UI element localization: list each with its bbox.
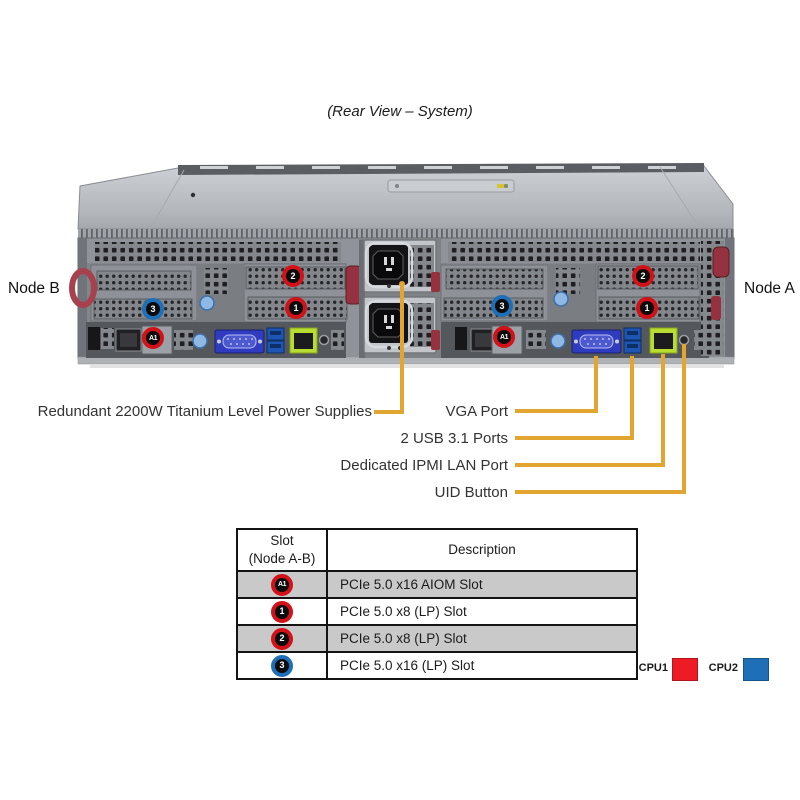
node-b-slot3-badge: 3: [142, 298, 164, 320]
node-b-uid-button: [318, 334, 330, 346]
node-a-label: Node A: [744, 280, 795, 297]
callout-lines: [374, 285, 686, 494]
thumbscrew: [553, 291, 569, 307]
table-row: A1 PCIe 5.0 x16 AIOM Slot: [236, 570, 638, 599]
callout-label-vga: VGA Port: [445, 403, 508, 420]
callout-label-psu: Redundant 2200W Titanium Level Power Sup…: [37, 403, 372, 420]
callout-label-uid: UID Button: [434, 484, 508, 501]
node-b-aiom-badge: A1: [142, 327, 164, 349]
chassis-lid: [77, 163, 734, 238]
table-badge-1: 1: [271, 600, 293, 623]
node-b-slot2-badge: 2: [282, 265, 304, 287]
slot-column-header: Slot (Node A-B): [236, 528, 328, 572]
page-title: (Rear View – System): [327, 103, 473, 120]
slot-description-table: Slot (Node A-B) Description A1 PCIe 5.0 …: [236, 528, 638, 680]
callout-line-ipmi: [515, 354, 665, 467]
node-a-aiom-badge: A1: [493, 326, 515, 348]
node-a-ipmi-lan-port: [649, 327, 678, 354]
node-a-release-lever: [712, 246, 730, 278]
node-b-section: [86, 242, 348, 358]
node-a-slot2-badge: 2: [632, 265, 654, 287]
callout-label-usb: 2 USB 3.1 Ports: [400, 430, 508, 447]
callout-line-uid: [515, 344, 686, 494]
table-row: 1 PCIe 5.0 x8 (LP) Slot: [236, 597, 638, 626]
table-header-row: Slot (Node A-B) Description: [236, 528, 638, 572]
table-cell-description: PCIe 5.0 x8 (LP) Slot: [326, 624, 638, 653]
node-a-usb-ports: [623, 327, 642, 354]
node-b-slot1-badge: 1: [285, 297, 307, 319]
table-cell-description: PCIe 5.0 x16 (LP) Slot: [326, 651, 638, 680]
thumbscrew: [550, 333, 566, 349]
table-cell-description: PCIe 5.0 x8 (LP) Slot: [326, 597, 638, 626]
node-a-section: [440, 241, 730, 358]
node-b-ipmi-lan-port: [289, 327, 318, 354]
node-b-vga-port: [214, 329, 265, 354]
description-column-header: Description: [326, 528, 638, 572]
table-badge-3: 3: [271, 654, 293, 677]
table-row: 3 PCIe 5.0 x16 (LP) Slot: [236, 651, 638, 680]
node-a-uid-button: [678, 334, 690, 346]
callout-line-usb: [515, 356, 634, 440]
cpu2-color-swatch: [743, 658, 769, 681]
node-b-latch: [345, 265, 362, 305]
slot-header-line2: (Node A-B): [248, 551, 316, 566]
table-row: 2 PCIe 5.0 x8 (LP) Slot: [236, 624, 638, 653]
table-badge-2: 2: [271, 627, 293, 650]
thumbscrew: [199, 295, 215, 311]
node-a-top-vents: [448, 242, 700, 262]
callout-line-psu: [374, 285, 404, 414]
slot-header-line1: Slot: [270, 533, 294, 549]
node-a-slot1-badge: 1: [636, 297, 658, 319]
psu-top: [363, 239, 440, 293]
node-b-label: Node B: [8, 280, 60, 297]
cpu1-color-swatch: [672, 658, 698, 681]
thumbscrew: [192, 333, 208, 349]
node-a-vga-port: [571, 329, 622, 354]
cpu2-legend-label: CPU2: [708, 662, 738, 674]
callout-label-ipmi: Dedicated IPMI LAN Port: [340, 457, 508, 474]
node-b-usb-ports: [266, 327, 285, 354]
cpu1-legend-label: CPU1: [638, 662, 668, 674]
node-a-slot3-badge: 3: [491, 295, 513, 317]
table-badge-a1: A1: [271, 573, 293, 596]
node-b-release-lever: [69, 268, 97, 308]
callout-line-vga: [515, 356, 598, 413]
table-cell-description: PCIe 5.0 x16 AIOM Slot: [326, 570, 638, 599]
node-b-top-vents: [95, 242, 341, 262]
